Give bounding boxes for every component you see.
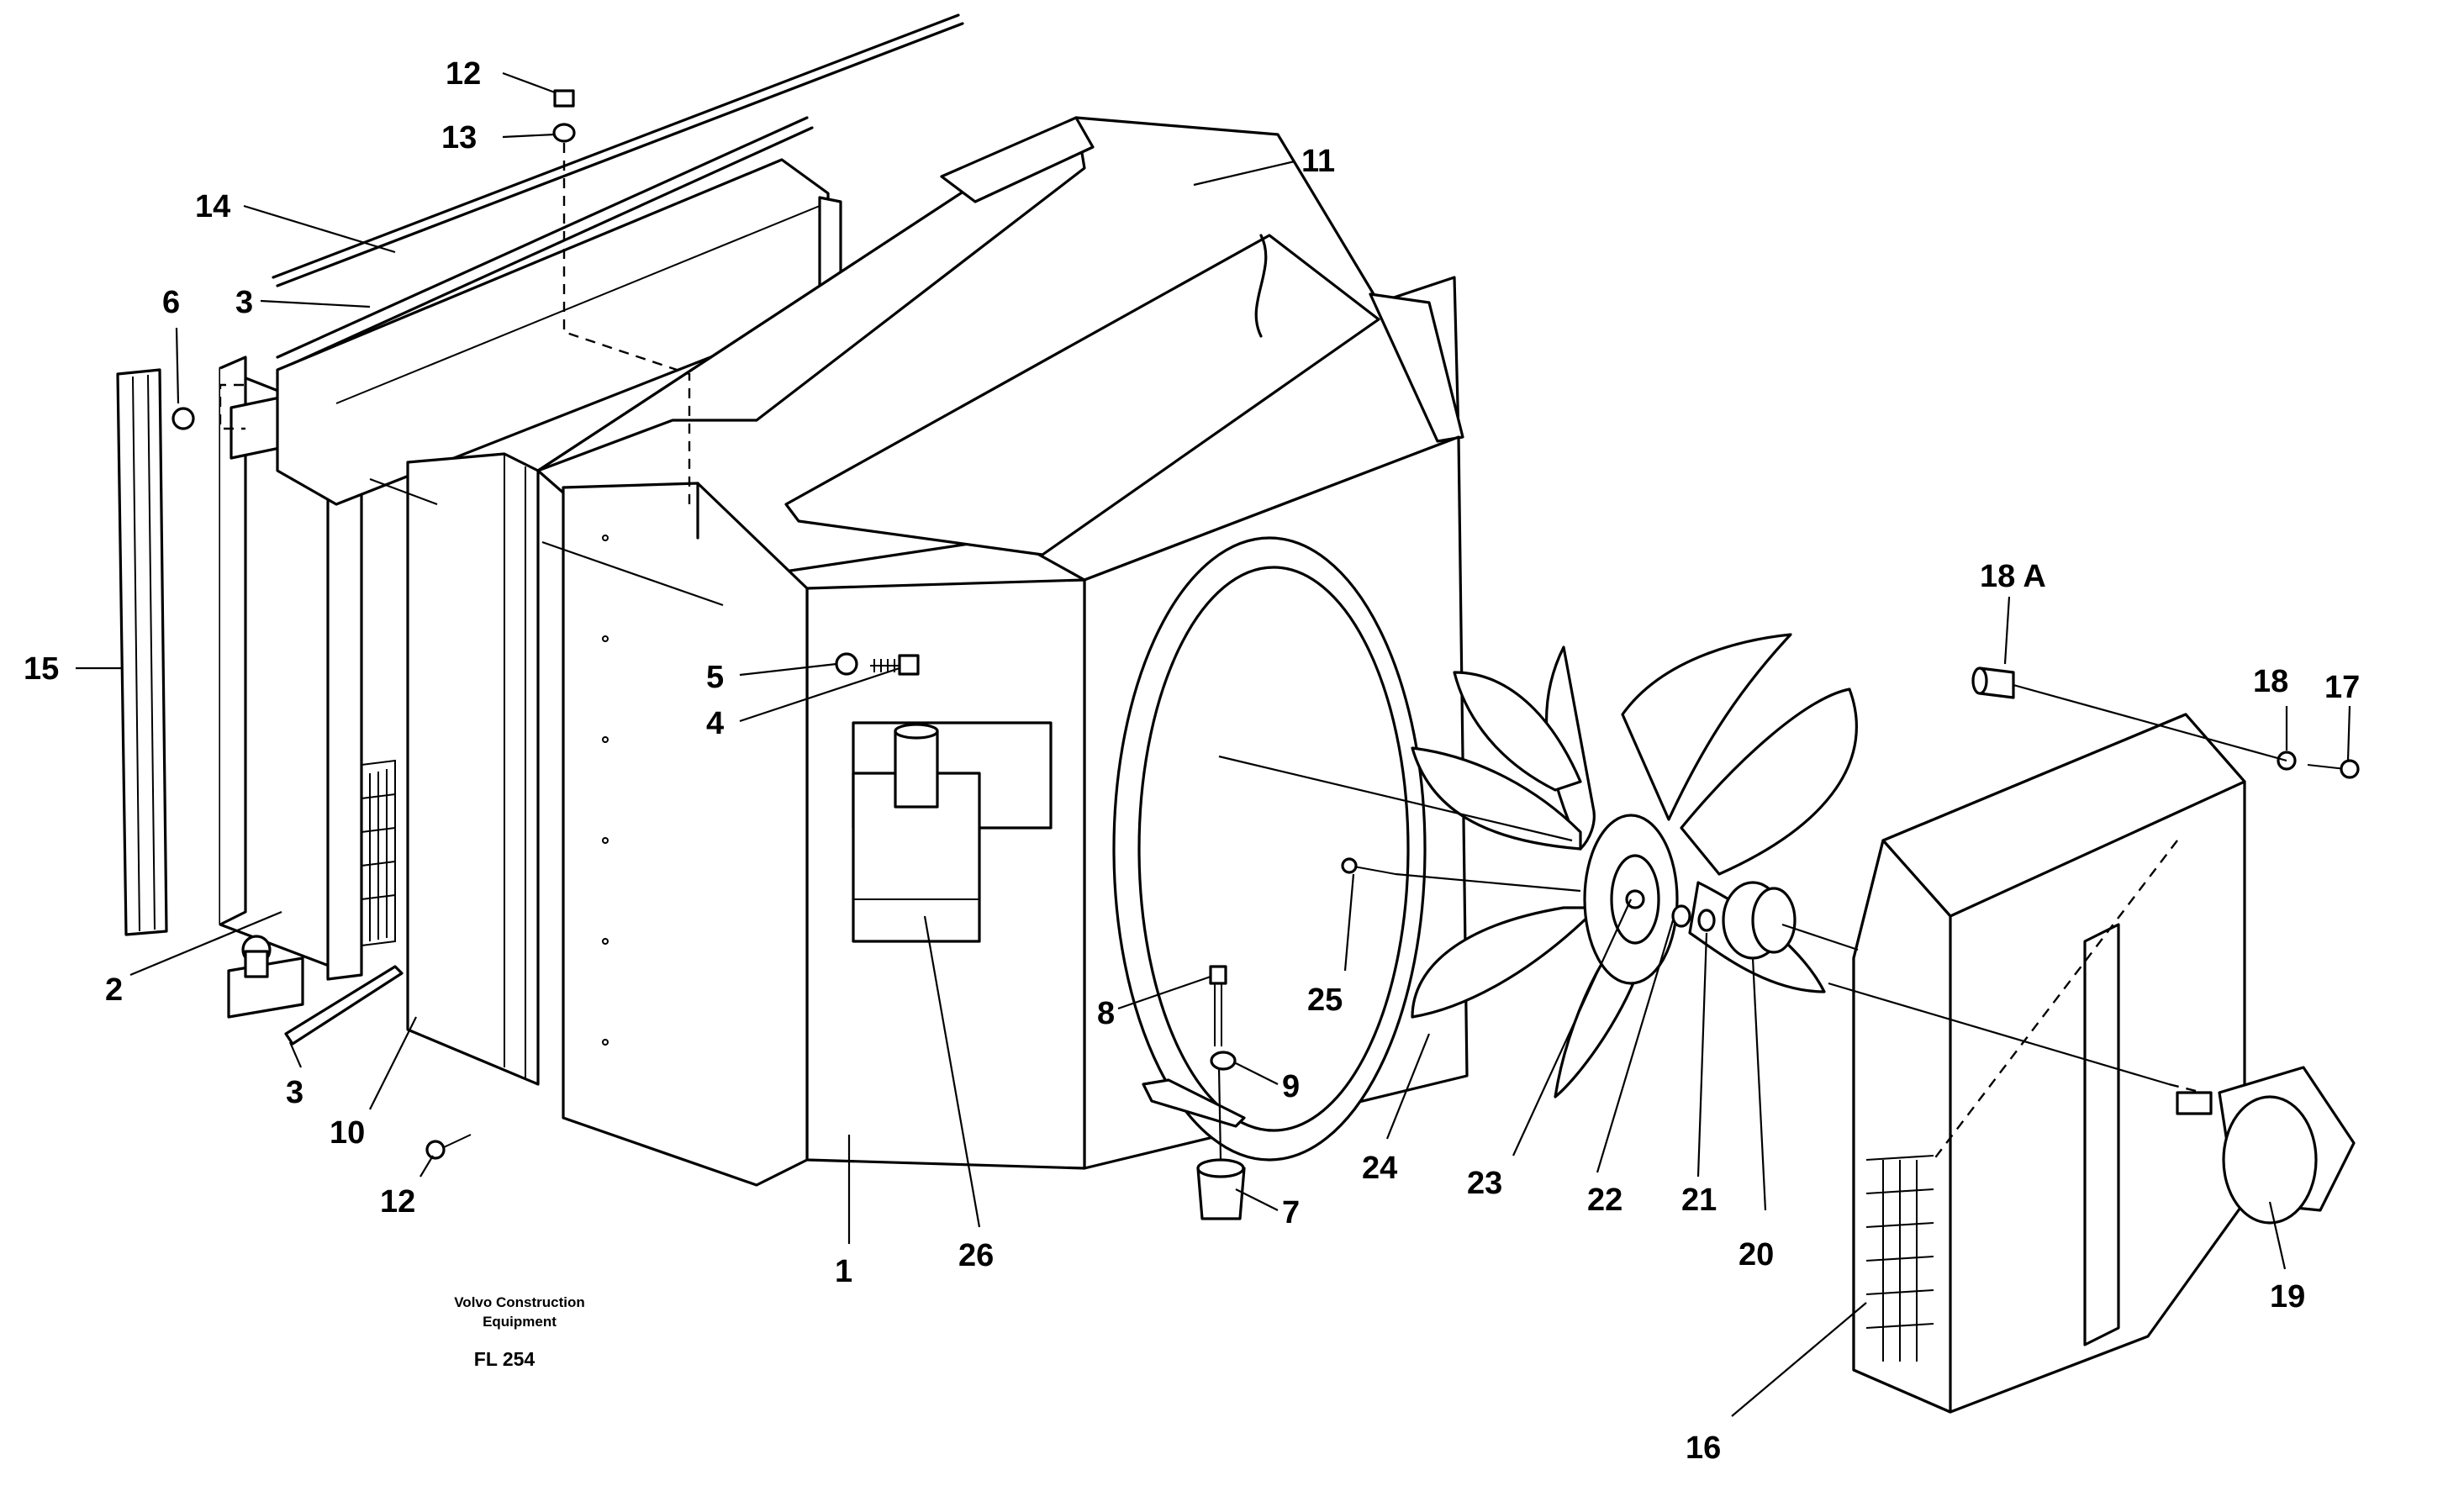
part-22-nut (1671, 904, 1691, 928)
callout-3-bottom: 3 (286, 1075, 303, 1110)
callout-13: 13 (441, 120, 477, 155)
part-2-radiator-core (219, 356, 396, 1019)
callout-2: 2 (105, 972, 123, 1008)
callout-1: 1 (835, 1254, 852, 1289)
caption-company: Volvo Construction (454, 1294, 585, 1310)
part-7-rubber-mount (1196, 1158, 1246, 1220)
callout-12-top: 12 (446, 56, 481, 92)
part-12-bolt-top (553, 89, 575, 108)
callout-8: 8 (1097, 996, 1115, 1031)
part-11-top-shroud (536, 116, 1464, 590)
callout-18: 18 (2253, 664, 2288, 699)
part-18a-spacer (1971, 666, 2015, 699)
callout-7: 7 (1282, 1195, 1300, 1230)
part-19-hydraulic-motor (2176, 1066, 2356, 1225)
callout-3-top: 3 (235, 285, 253, 320)
part-24-fan (1411, 633, 1858, 1098)
callout-25: 25 (1307, 983, 1343, 1018)
caption-figure-code: FL 254 (474, 1348, 536, 1370)
part-12-screw-bottom (425, 1134, 472, 1160)
part-20-hub (1722, 881, 1797, 960)
callout-19: 19 (2270, 1279, 2305, 1315)
callout-10: 10 (330, 1115, 365, 1151)
callout-14: 14 (195, 189, 230, 224)
callout-26: 26 (958, 1238, 994, 1273)
part-16-fan-guard (1852, 713, 2246, 1414)
callout-16: 16 (1686, 1430, 1721, 1466)
part-3-bottom-strip (284, 965, 404, 1046)
callout-12-bottom: 12 (380, 1184, 415, 1220)
part-8-bolt (1209, 965, 1227, 1046)
part-5-washer (835, 652, 858, 676)
part-4-bolt (870, 654, 920, 676)
callout-9: 9 (1282, 1069, 1300, 1104)
part-21-washer (1697, 909, 1716, 932)
callout-4: 4 (706, 706, 724, 741)
part-13-washer (552, 123, 576, 143)
part-9-washer (1210, 1051, 1237, 1071)
caption-division: Equipment (483, 1314, 557, 1330)
part-6-nut (171, 407, 195, 430)
caption-block: Volvo Construction Equipment FL 254 (454, 1294, 585, 1370)
part-25-bolt (1341, 857, 1396, 875)
callout-23: 23 (1467, 1166, 1502, 1201)
callout-20: 20 (1739, 1237, 1774, 1272)
part-10-side-plate (406, 452, 540, 1086)
callout-11: 11 (1301, 144, 1335, 179)
callout-22: 22 (1587, 1183, 1622, 1218)
callout-18a: 18 A (1980, 559, 2046, 594)
part-17-bolt (2307, 759, 2360, 779)
callout-17: 17 (2324, 670, 2360, 705)
part-26-thermostat-housing (852, 721, 1053, 943)
part-3-top-strip (276, 116, 814, 371)
callout-6: 6 (162, 285, 180, 320)
callout-5: 5 (706, 660, 724, 695)
part-14-top-strip (272, 13, 964, 287)
assembly-lines (219, 143, 2287, 1161)
callout-24: 24 (1362, 1151, 1397, 1186)
callout-leaders (76, 71, 2351, 1417)
callout-21: 21 (1681, 1183, 1717, 1218)
part-15-seal-strip (116, 368, 168, 936)
callout-15: 15 (24, 651, 59, 687)
callout-labels: 12 13 14 3 6 11 15 2 3 10 12 5 4 1 26 8 … (24, 56, 2360, 1466)
